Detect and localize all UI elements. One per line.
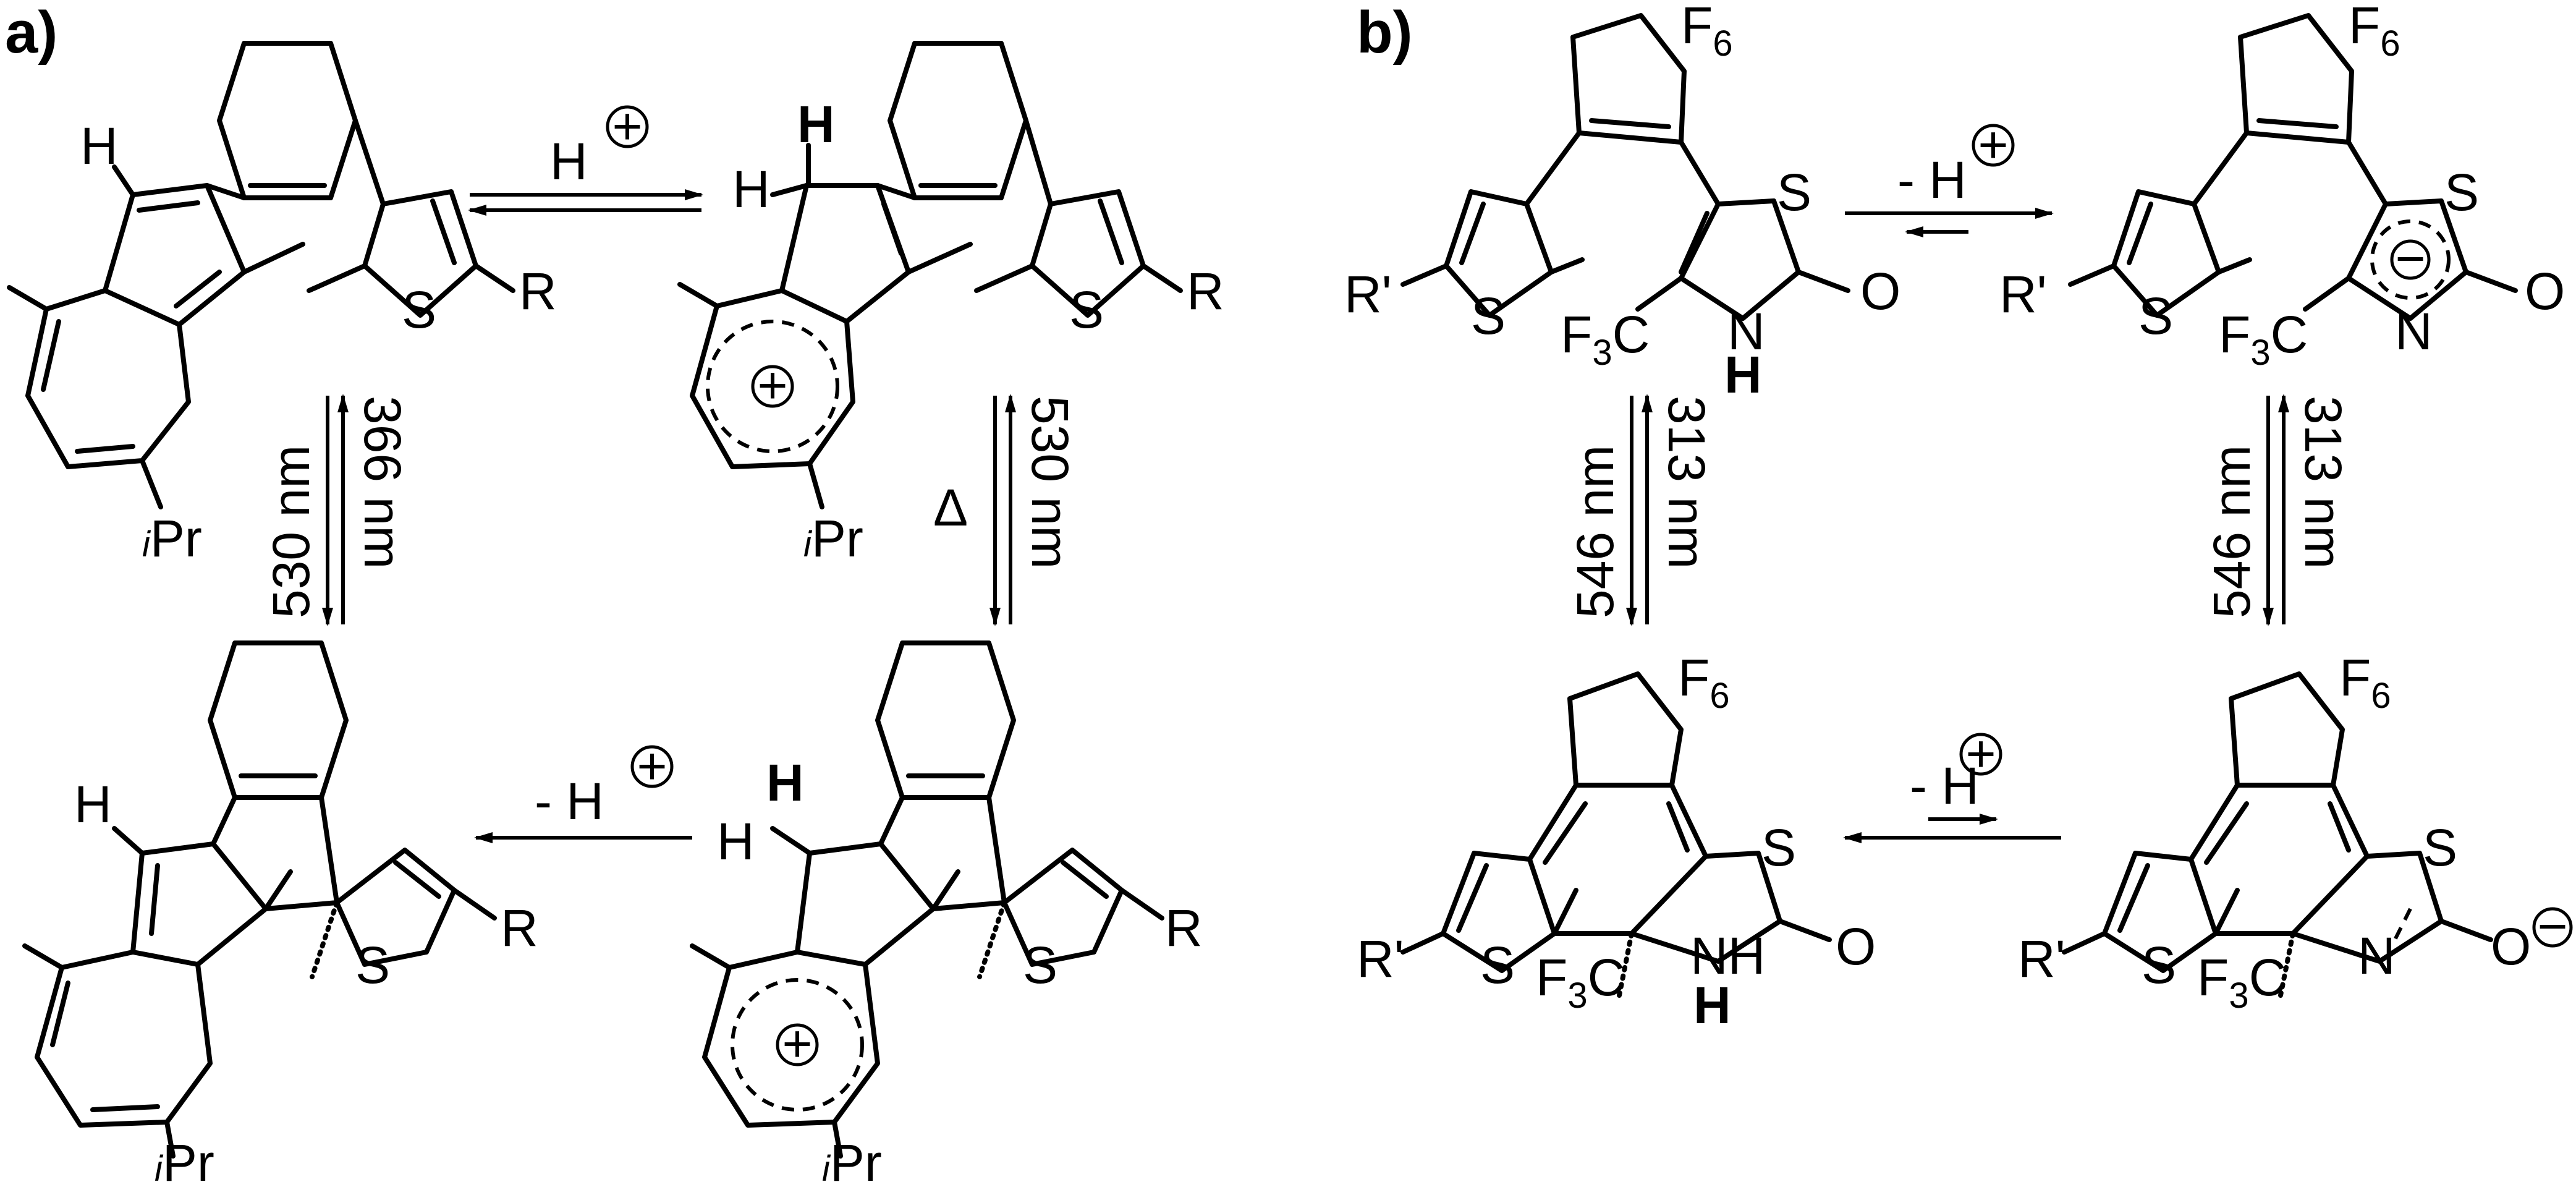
arrow-a-right-up-label: 530 nm [1021, 396, 1079, 569]
arrow-a-bottom: - H + [474, 737, 692, 843]
ipr-label: iPr [155, 1134, 214, 1187]
atom-r: R [1187, 262, 1224, 320]
arrow-a-top-reagent: H [550, 132, 588, 190]
atom-h: H [80, 117, 118, 175]
molecule-b-top-right: F6 − S R' S O N F3C [1999, 0, 2565, 373]
charge-plus: + [782, 1015, 812, 1073]
ipr-label: iPr [142, 509, 202, 568]
arrow-a-right-heat-label: Δ [933, 479, 968, 537]
atom-o: O [1860, 262, 1900, 320]
arrow-b-left-up-label: 546 nm [1566, 445, 1624, 618]
atom-s: S [1761, 819, 1796, 877]
atom-s: S [2142, 936, 2176, 994]
atom-s: S [355, 936, 390, 994]
arrow-b-right-down-label: 313 nm [2294, 396, 2352, 569]
atom-n: N [2395, 302, 2433, 360]
atom-s: S [1471, 287, 1506, 345]
atom-n: N [2358, 927, 2396, 985]
atom-o: O [2525, 262, 2565, 320]
arrow-a-left-down-label: 366 nm [354, 396, 412, 569]
atom-rprime: R' [1344, 265, 1392, 323]
atom-h: H [717, 812, 755, 870]
fluorine-label: F6 [2349, 0, 2400, 64]
atom-s: S [1069, 281, 1104, 339]
panel-a-label: a) [5, 0, 57, 66]
arrow-a-left-up-label: 530 nm [262, 445, 320, 618]
atom-h-bold: H [766, 754, 804, 812]
arrow-b-top-reagent: - H [1897, 151, 1967, 209]
atom-s: S [1480, 936, 1515, 994]
charge-plus: + [1965, 725, 1996, 783]
atom-h-bold: H [1693, 976, 1731, 1034]
atom-s: S [402, 281, 436, 339]
atom-rprime: R' [1999, 265, 2047, 323]
arrow-b-bottom: - H + [1843, 725, 2061, 843]
atom-nh: NH [1690, 927, 1765, 985]
atom-n: N [1727, 302, 1765, 360]
atom-s: S [2138, 287, 2173, 345]
molecule-b-bottom-left: F6 S R' S O NH H F3C [1357, 649, 1876, 1034]
atom-h: H [74, 775, 112, 833]
atom-rprime: R' [2018, 930, 2065, 988]
atom-h: H [732, 160, 770, 218]
atom-s: S [1023, 936, 1057, 994]
ipr-label: iPr [822, 1134, 882, 1187]
atom-s: S [2423, 819, 2457, 877]
ipr-label: iPr [803, 509, 863, 568]
fluorine-label: F6 [2339, 649, 2391, 716]
arrow-a-right: Δ 530 nm [933, 394, 1079, 626]
molecule-a-bottom-left: H S R iPr [22, 640, 538, 1187]
cf3-label: F3C [2219, 305, 2308, 373]
molecule-a-top-right: + H H S R iPr [677, 41, 1224, 568]
charge-plus: + [1978, 116, 2008, 174]
charge-plus: + [757, 356, 787, 414]
arrow-b-top: - H + [1845, 116, 2054, 237]
arrow-a-bottom-reagent: - H [535, 772, 604, 830]
arrow-b-bottom-reagent: - H [1910, 757, 1979, 815]
atom-r: R [1165, 899, 1203, 957]
cf3-label: F3C [1561, 305, 1650, 373]
arrow-a-top: H + [468, 97, 703, 216]
atom-r: R [519, 262, 557, 320]
fluorine-label: F6 [1678, 649, 1730, 716]
arrow-b-right-up-label: 546 nm [2203, 445, 2261, 618]
charge-minus: − [2537, 897, 2567, 955]
atom-s: S [2444, 163, 2479, 221]
charge-plus: + [612, 97, 642, 155]
charge-plus: + [637, 737, 667, 795]
molecule-b-bottom-right: F6 S R' S O − N F3C [2018, 649, 2573, 1016]
arrow-b-left: 313 nm 546 nm [1566, 394, 1716, 626]
fluorine-label: F6 [1681, 0, 1733, 64]
arrow-b-right: 313 nm 546 nm [2203, 394, 2352, 626]
arrow-b-left-down-label: 313 nm [1658, 396, 1716, 569]
atom-h-bold: H [797, 95, 835, 153]
atom-o: O [1836, 917, 1876, 976]
molecule-a-top-left: H S R iPr [7, 41, 557, 568]
cf3-label: F3C [2197, 948, 2286, 1016]
atom-h-bold: H [1724, 346, 1762, 404]
molecule-b-top-left: F6 S R' S O N H F3C [1344, 0, 1900, 404]
charge-minus: − [2395, 229, 2425, 287]
atom-o: O [2491, 917, 2531, 976]
atom-s: S [1777, 163, 1811, 221]
cf3-label: F3C [1536, 948, 1625, 1016]
arrow-a-left: 366 nm 530 nm [262, 394, 412, 626]
panel-b-label: b) [1357, 0, 1413, 66]
atom-rprime: R' [1357, 930, 1404, 988]
molecule-a-bottom-right: + H H S R iPr [690, 640, 1203, 1187]
atom-r: R [501, 899, 538, 957]
